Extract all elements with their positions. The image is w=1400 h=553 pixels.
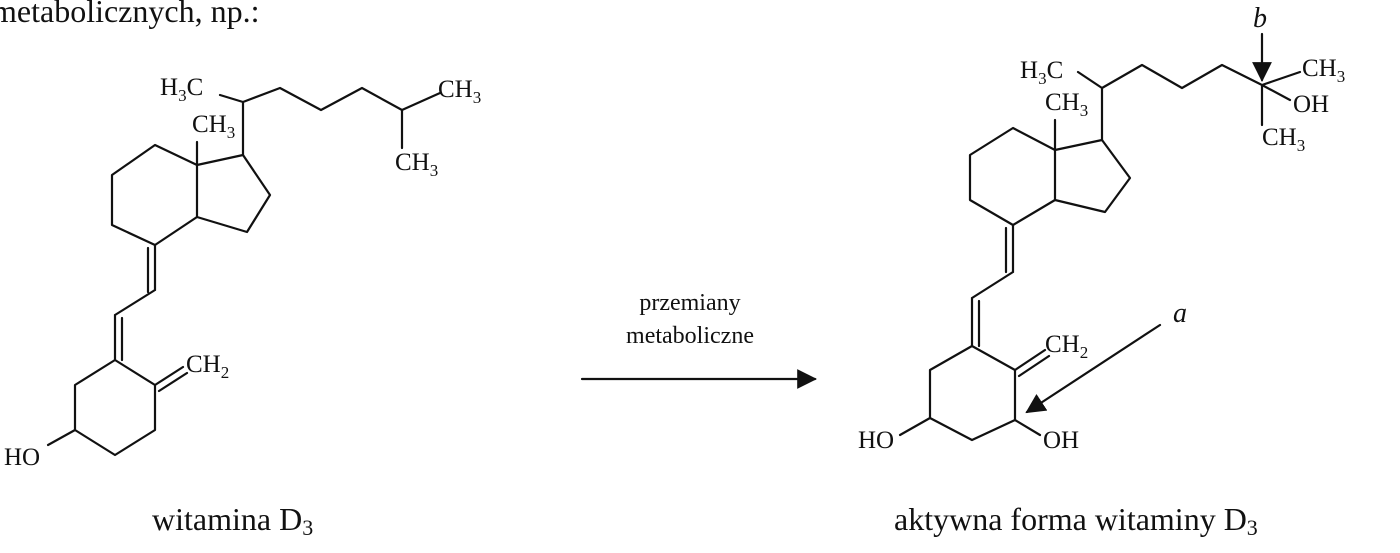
left-ho-label: HO	[4, 444, 40, 471]
left-ring-c	[110, 143, 199, 247]
right-ring-c	[968, 126, 1057, 227]
right-conjugated-chain	[970, 223, 1015, 348]
right-caption: aktywna forma witaminy D3	[894, 501, 1258, 540]
left-ho-bond	[46, 428, 77, 447]
reaction-label-line2: metaboliczne	[626, 323, 754, 349]
right-oh-bond	[1013, 418, 1042, 437]
right-ring-a	[928, 344, 1017, 442]
left-ch3-mid-label: CH3	[395, 149, 438, 180]
vitamin-d3-structure: H3C CH3 CH3 CH3 CH2 HO	[4, 74, 481, 471]
right-ch3-angular-label: CH3	[1045, 89, 1088, 120]
left-sidechain-bonds	[218, 86, 442, 157]
marker-a-label: a	[1173, 298, 1187, 329]
left-h3c-label: H3C	[160, 74, 203, 105]
right-ch2-label: CH2	[1045, 331, 1088, 362]
left-caption: witamina D3	[152, 501, 313, 540]
left-methylene-bond	[153, 365, 189, 393]
right-ch3-top-label: CH3	[1302, 55, 1345, 86]
right-ho-bond	[898, 416, 932, 437]
marker-b-label: b	[1253, 3, 1267, 34]
left-conjugated-chain	[113, 243, 157, 362]
right-methylene-bond	[1013, 348, 1051, 378]
right-ch3-bottom-label: CH3	[1262, 124, 1305, 155]
active-vitamin-d3-structure: H3C CH3 OH CH3 CH3 CH2 HO OH a b	[858, 3, 1345, 454]
left-ch3-top-label: CH3	[438, 76, 481, 107]
right-h3c-label: H3C	[1020, 57, 1063, 88]
left-ring-d	[195, 153, 272, 234]
right-ring-d	[1053, 138, 1132, 214]
marker-a-arrow	[1025, 323, 1162, 414]
reaction-arrow-group: przemiany metaboliczne	[580, 290, 817, 389]
right-oh-side-label: OH	[1293, 91, 1329, 118]
left-ch2-label: CH2	[186, 351, 229, 382]
right-ho-label: HO	[858, 427, 894, 454]
left-ch3-angular-label: CH3	[192, 111, 235, 142]
intro-text: metabolicznych, np.:	[0, 0, 259, 29]
left-ring-a	[73, 358, 157, 457]
right-oh-ring-label: OH	[1043, 427, 1079, 454]
reaction-label-line1: przemiany	[639, 290, 740, 316]
right-sidechain-bonds	[1076, 63, 1302, 142]
